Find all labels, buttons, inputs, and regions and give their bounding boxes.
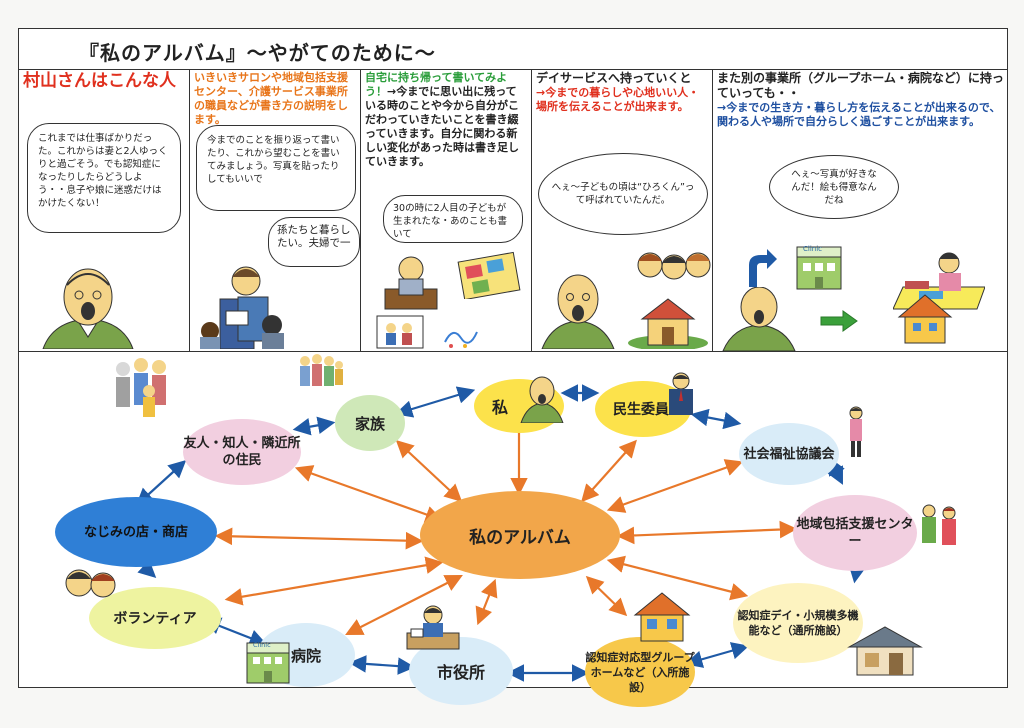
children-faces-icon (637, 252, 711, 280)
photo-album-icon (457, 251, 521, 299)
node-najimi: なじみの店・商店 (55, 497, 217, 567)
column-heading: デイサービスへ持っていくと (536, 71, 692, 85)
column-heading-block: また別の事業所（グループホーム・病院など）に持っていっても・・ →今までの生き方… (717, 71, 1005, 129)
man-thinking-icon (541, 274, 615, 349)
node-me-label: 私 (492, 398, 509, 417)
speech-bubble: へぇ～写真が好きなんだ！絵も得意なんだね (769, 155, 899, 219)
elderly-writing-icon (384, 256, 438, 310)
node-grouphome: 認知症対応型グループホームなど（入所施設） (585, 637, 695, 707)
speech-bubble: これまでは仕事ばかりだった。これからは妻と2人ゆっくりと過ごそう。でも認知症にな… (27, 123, 181, 233)
neighbors-group-icon (116, 358, 166, 417)
node-shakyo: 社会福祉協議会 (739, 423, 839, 485)
node-family: 家族 (335, 395, 405, 451)
node-volunteer: ボランティア (89, 587, 221, 649)
house-icon (897, 294, 953, 344)
node-minsei-label: 民生委員 (613, 402, 669, 418)
clinic-sign: Clinic (253, 641, 271, 649)
staff-pair-icon (922, 504, 956, 545)
speech-bubble: 今までのことを振り返って書いたり、これから望むことを書いてみましょう。写真を貼っ… (196, 125, 356, 211)
man-icon (520, 376, 564, 423)
page-title: 『私のアルバム』～やがてのために～ (79, 41, 436, 65)
right-arrow-icon (820, 310, 858, 332)
family-group-icon (300, 354, 343, 386)
story-columns: 村山さんはこんな人 これまでは仕事ばかりだった。これからは妻と2人ゆっくりと過ご… (19, 69, 1007, 352)
column-heading: 村山さんはこんな人 (23, 71, 176, 91)
scribble-icon (444, 331, 478, 348)
speech-bubble-small: 孫たちと暮らしたい。夫婦で一 (268, 217, 360, 267)
column-home: 自宅に持ち帰って書いてみよう！→今までに思い出に残っている時のことや今から自分が… (361, 69, 532, 351)
column-heading: 自宅に持ち帰って書いてみよう！ (365, 71, 508, 98)
column-heading: いきいきサロンや地域包括支援センター、介護サービス事業所の職員などが書き方の説明… (194, 71, 348, 126)
worksheet: 『私のアルバム』～やがてのために～ 村山さんはこんな人 これまでは仕事ばかりだっ… (18, 28, 1009, 707)
speech-bubble: 30の時に2人目の子どもが生まれたな・あのことも書いて (383, 195, 523, 243)
column-subtext: →今までの暮らしや心地いい人・場所を伝えることが出来ます。 (536, 86, 700, 113)
man-thinking-icon (722, 287, 796, 351)
center-node-my-album: 私のアルバム (420, 491, 620, 579)
network-arrows (123, 384, 866, 682)
businessman-icon (669, 372, 693, 415)
man-thinking-icon (42, 268, 134, 349)
curved-arrow-icon (749, 249, 777, 287)
column-subtext: →今までの生き方・暮らし方を伝えることが出来るので、関わる人や場所で自分らしく過… (717, 101, 1001, 128)
clerk-at-desk-icon (406, 605, 460, 650)
node-houkatsu: 地域包括支援センター (793, 495, 917, 571)
clinic-sign: Clinic (803, 245, 823, 253)
column-explain: いきいきサロンや地域包括支援センター、介護サービス事業所の職員などが書き方の説明… (190, 69, 361, 351)
volunteers-faces-icon (65, 569, 116, 598)
hospital-building-icon: Clinic (245, 641, 291, 685)
support-network: 私のアルバム 私 家族 民生委員 友人・知人・隣近所の住民 社会福祉協議会 (19, 351, 1009, 707)
column-heading-block: デイサービスへ持っていくと →今までの暮らしや心地いい人・場所を伝えることが出来… (536, 71, 708, 114)
column-heading: また別の事業所（グループホーム・病院など）に持っていっても・・ (717, 71, 1004, 100)
clinic-building-icon: Clinic (793, 245, 845, 291)
column-other-facility: また別の事業所（グループホーム・病院など）に持っていっても・・ →今までの生き方… (713, 69, 1009, 351)
japanese-house-icon (847, 626, 923, 676)
column-dayservice: デイサービスへ持っていくと →今までの暮らしや心地いい人・場所を伝えることが出来… (532, 69, 713, 351)
woman-staff-icon (849, 406, 863, 457)
grouphome-house-icon (633, 592, 691, 642)
node-dayservice: 認知症デイ・小規模多機能など（通所施設） (733, 583, 863, 663)
family-photo-icon (376, 315, 424, 349)
house-icon (628, 298, 708, 349)
column-subtext: →今までに思い出に残っている時のことや今から自分がこだわっていきたいことを書き綴… (365, 85, 519, 168)
column-murayama: 村山さんはこんな人 これまでは仕事ばかりだった。これからは妻と2人ゆっくりと過ご… (19, 69, 190, 351)
speech-bubble: へぇ～子どもの頃は“ひろくん”って呼ばれていたんだ。 (538, 153, 708, 235)
column-heading-block: 自宅に持ち帰って書いてみよう！→今までに思い出に残っている時のことや今から自分が… (365, 71, 527, 169)
title-row: 『私のアルバム』～やがてのために～ (19, 29, 1007, 70)
node-friends: 友人・知人・隣近所の住民 (183, 419, 301, 485)
presenter-icon (200, 266, 284, 349)
